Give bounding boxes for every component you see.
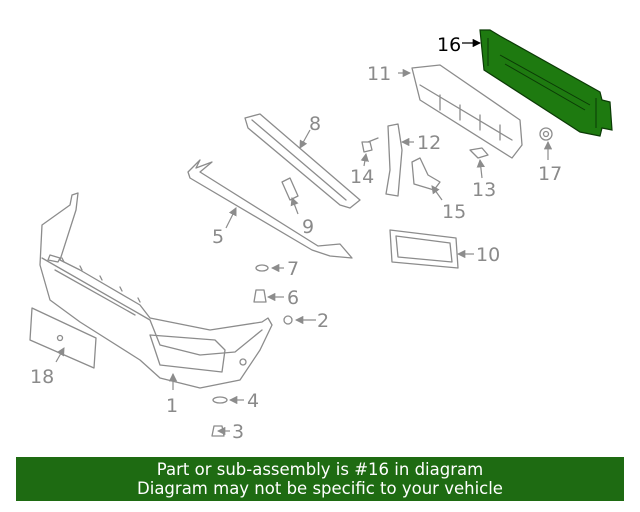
info-banner: Part or sub-assembly is #16 in diagram D… bbox=[16, 457, 624, 501]
part-8-grille-trim bbox=[244, 113, 361, 209]
part-9-clip bbox=[281, 177, 299, 201]
part-2-screw bbox=[283, 315, 293, 325]
callout-13: 13 bbox=[472, 179, 496, 201]
part-6-bolt bbox=[253, 289, 267, 303]
parts-diagram: 1 2 3 4 5 6 7 8 9 10 11 12 13 14 15 16 1… bbox=[29, 29, 613, 443]
callout-15: 15 bbox=[442, 201, 466, 223]
banner-line-1: Part or sub-assembly is #16 in diagram bbox=[156, 460, 484, 479]
banner-line-2: Diagram may not be specific to your vehi… bbox=[137, 479, 503, 498]
callout-7: 7 bbox=[287, 258, 299, 280]
part-15-bracket bbox=[411, 157, 441, 191]
part-16-highlighted-panel bbox=[479, 29, 613, 137]
part-7-washer bbox=[255, 264, 269, 272]
part-5-trim-strip bbox=[187, 159, 353, 259]
callout-2: 2 bbox=[317, 310, 329, 332]
callout-5: 5 bbox=[212, 226, 224, 248]
part-14-pin bbox=[361, 137, 379, 153]
part-10-bezel bbox=[389, 229, 459, 269]
callout-18: 18 bbox=[30, 366, 54, 388]
part-1-bumper-cover bbox=[39, 192, 273, 389]
callout-17: 17 bbox=[538, 163, 562, 185]
part-17-nut bbox=[539, 127, 553, 141]
part-11-absorber bbox=[411, 64, 523, 159]
part-13-pin bbox=[469, 147, 489, 159]
part-12-bracket bbox=[385, 123, 403, 197]
callout-6: 6 bbox=[287, 287, 299, 309]
part-3-bolt bbox=[211, 425, 225, 437]
callout-14: 14 bbox=[350, 166, 374, 188]
part-18-plate-bracket bbox=[29, 307, 97, 369]
callout-4: 4 bbox=[247, 390, 259, 412]
callout-11: 11 bbox=[367, 63, 391, 85]
callout-8: 8 bbox=[309, 113, 321, 135]
callout-12: 12 bbox=[417, 132, 441, 154]
callout-9: 9 bbox=[302, 216, 314, 238]
callout-10: 10 bbox=[476, 244, 500, 266]
callout-3: 3 bbox=[232, 421, 244, 443]
callout-16: 16 bbox=[437, 34, 461, 56]
callout-1: 1 bbox=[166, 395, 178, 417]
part-4-washer bbox=[212, 396, 228, 404]
